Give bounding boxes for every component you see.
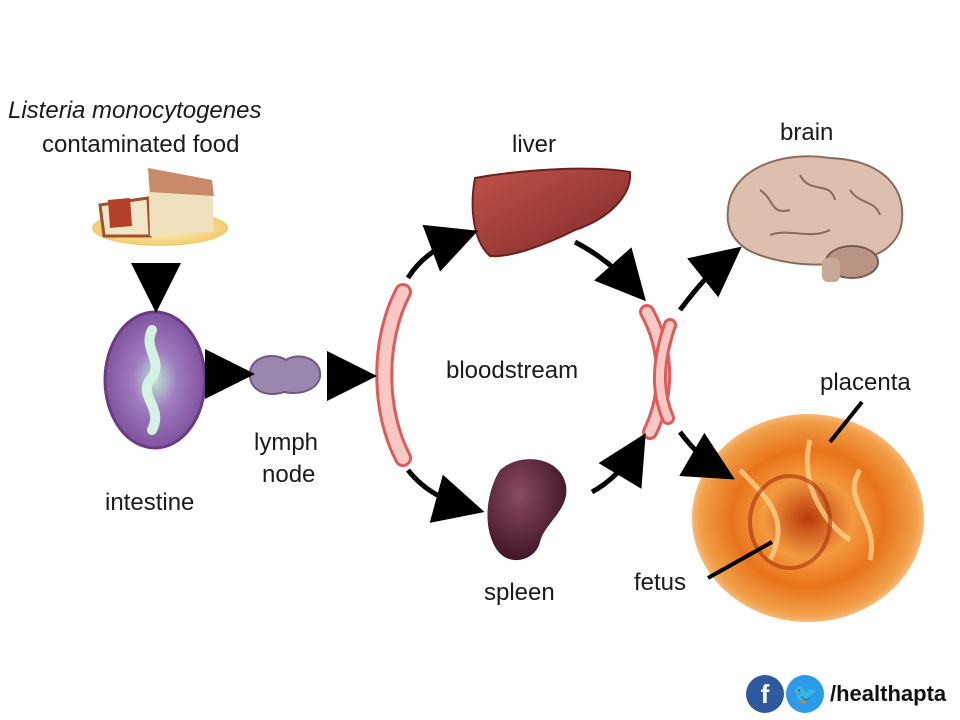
brain-image bbox=[728, 156, 903, 282]
intestine-label: intestine bbox=[105, 488, 194, 518]
liver-label: liver bbox=[512, 130, 556, 160]
intestine-image bbox=[105, 312, 205, 448]
bloodstream-label: bloodstream bbox=[446, 356, 578, 386]
contaminated-food-label: contaminated food bbox=[42, 130, 239, 160]
arrow-liver-to-vessel bbox=[575, 242, 636, 290]
arrow-to-spleen bbox=[408, 470, 470, 508]
arrow-to-brain bbox=[680, 256, 730, 310]
placenta-image bbox=[692, 414, 924, 622]
arrow-spleen-to-vessel bbox=[592, 446, 638, 492]
social-branding: f 🐦 /healthapta bbox=[746, 674, 946, 714]
social-handle[interactable]: /healthapta bbox=[830, 681, 946, 707]
contaminated-food-image bbox=[92, 168, 228, 246]
brain-label: brain bbox=[780, 118, 833, 148]
placenta-label: placenta bbox=[820, 368, 911, 398]
twitter-icon[interactable]: 🐦 bbox=[786, 675, 824, 713]
arrow-to-placenta bbox=[680, 432, 722, 472]
lymph-node-image bbox=[250, 356, 320, 394]
organism-name-label: Listeria monocytogenes bbox=[8, 96, 261, 126]
fetus-label: fetus bbox=[634, 568, 686, 598]
bloodstream-vessel-right bbox=[647, 312, 670, 432]
lymph-node-label-line1: lymph bbox=[254, 428, 318, 458]
lymph-node-label-line2: node bbox=[262, 460, 315, 490]
arrow-to-liver bbox=[408, 236, 464, 278]
facebook-icon[interactable]: f bbox=[746, 675, 784, 713]
spleen-label: spleen bbox=[484, 578, 555, 608]
liver-image bbox=[473, 169, 630, 257]
bloodstream-vessel-left bbox=[384, 292, 403, 458]
spleen-image bbox=[487, 459, 566, 560]
